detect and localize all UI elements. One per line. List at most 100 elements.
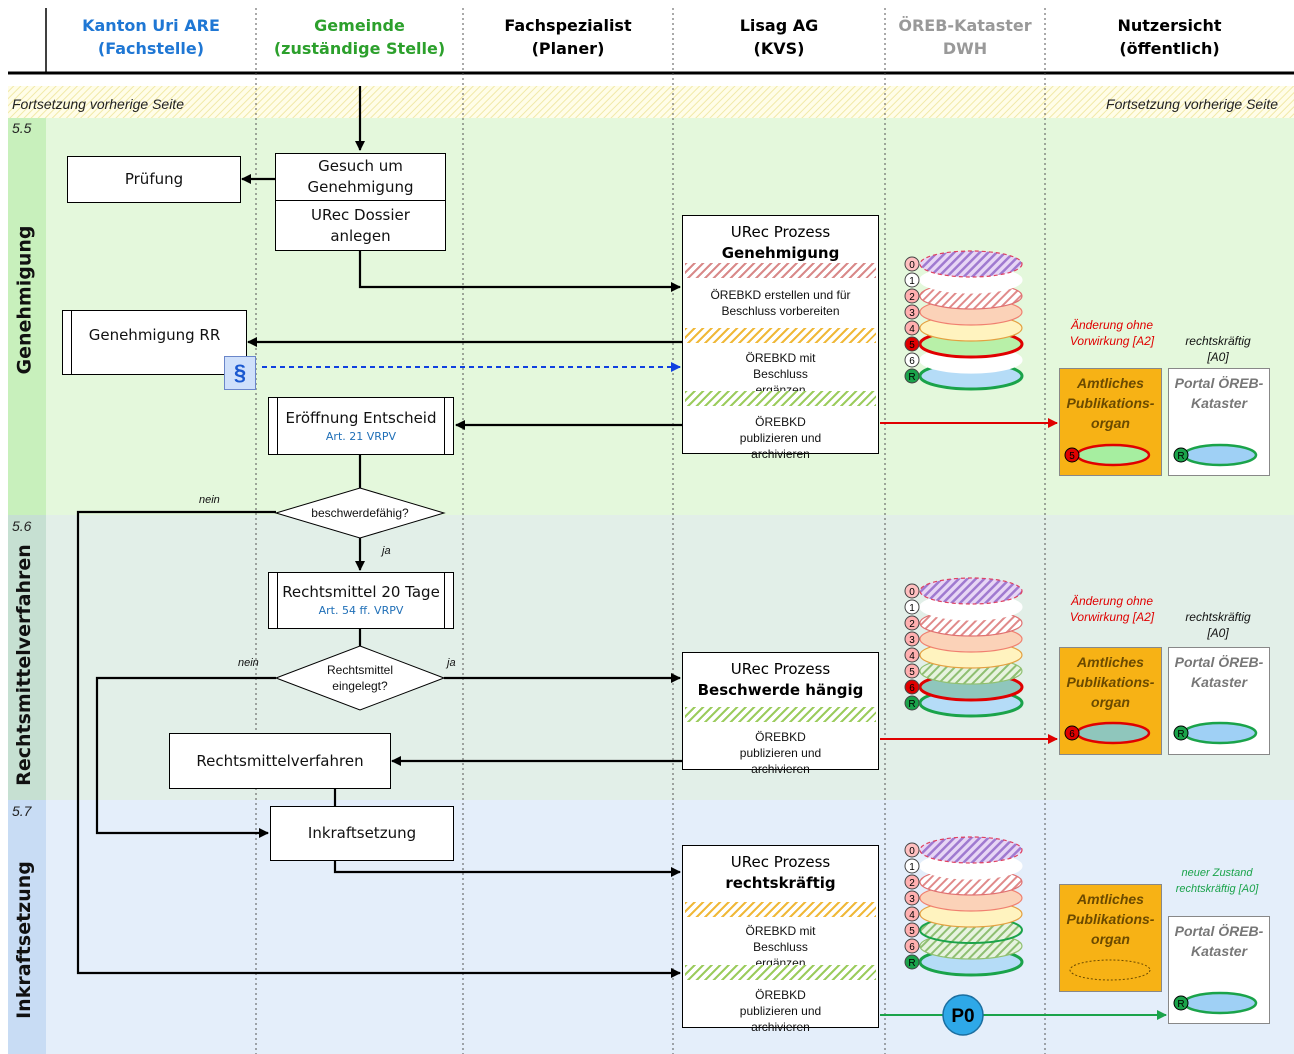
lane-subtitle: DWH	[942, 39, 988, 58]
label-ja: ja	[447, 657, 456, 669]
stack-badge-label: R	[908, 372, 915, 383]
paragraph-icon[interactable]: §	[224, 356, 256, 390]
stack-layer	[919, 577, 1023, 605]
lane-title: Gemeinde	[314, 16, 405, 35]
continuation-right: Fortsetzung vorherige Seite	[1106, 96, 1278, 112]
stack-badge	[904, 679, 920, 695]
process-step: ÖREBKD publizieren und archivieren	[739, 988, 822, 1034]
lane-header-gemeinde: Gemeinde (zuständige Stelle)	[256, 14, 463, 60]
box-gesuch: Gesuch um Genehmigung	[275, 153, 446, 201]
lane-header-oereb: ÖREB-Kataster DWH	[885, 14, 1045, 60]
phase-col-rechtsmittel	[8, 515, 46, 800]
lane-header-fachspezialist: Fachspezialist (Planer)	[463, 14, 673, 60]
lane-title: Fachspezialist	[504, 16, 632, 35]
phase-col-genehmigung	[8, 118, 46, 515]
stack-badge-label: 0	[909, 846, 915, 857]
lane-subtitle: (öffentlich)	[1119, 39, 1220, 58]
lane-dividers	[255, 8, 1046, 1054]
stack-badge	[904, 938, 920, 954]
process-step: ÖREBKD publizieren und archivieren	[739, 730, 822, 776]
stack-badge-label: R	[908, 958, 915, 969]
box-inkraftsetzung: Inkraftsetzung	[270, 806, 454, 861]
box-rechtsmittel20: Rechtsmittel 20 Tage Art. 54 ff. VRPV	[268, 572, 454, 629]
lane-subtitle: (Planer)	[531, 39, 605, 58]
phase-col-inkraftsetzung	[8, 800, 46, 1054]
stack-badge-label: R	[908, 699, 915, 710]
stack-badge-label: 2	[909, 292, 915, 303]
decision-rechtsmittel	[274, 645, 446, 711]
portal-ellipse	[1182, 443, 1258, 467]
stack-badge	[904, 352, 920, 368]
lane-subtitle: (zuständige Stelle)	[273, 39, 446, 58]
stack-badge	[904, 320, 920, 336]
arrow-nein-to-inkraft	[95, 676, 276, 838]
stack-badge-label: 2	[909, 619, 915, 630]
lane-subtitle: (Fachstelle)	[97, 39, 205, 58]
stack-badge	[904, 583, 920, 599]
stack-badge-label: 4	[909, 324, 915, 335]
process-step: ÖREBKD erstellen und für Beschluss vorbe…	[710, 288, 851, 318]
lane-title: Kanton Uri ARE	[82, 16, 220, 35]
amtliches-publikationsorgan: Amtliches Publikations-organ	[1059, 884, 1162, 992]
continuation-band	[8, 86, 1294, 118]
publ-ellipse	[1075, 721, 1151, 745]
badge-label: R	[1177, 729, 1184, 740]
badge-label: R	[1177, 451, 1184, 462]
p0-marker	[942, 994, 984, 1036]
stack-badge	[904, 599, 920, 615]
lane-subtitle: (KVS)	[753, 39, 805, 58]
stack-badge-label: 3	[909, 308, 915, 319]
badge-label: 5	[1069, 451, 1075, 462]
stack-badge	[904, 695, 920, 711]
stack-badge-label: 1	[909, 603, 915, 614]
box-dossier: URec Dossier anlegen	[275, 200, 446, 251]
box-genehmigung-rr: Genehmigung RR	[62, 310, 247, 375]
stack-badge	[904, 631, 920, 647]
process-step: ÖREBKD publizieren und archivieren	[739, 415, 822, 461]
stack-badge	[904, 304, 920, 320]
stack-badge	[904, 858, 920, 874]
stack-badge-label: 6	[909, 683, 915, 694]
badge-label: 6	[1069, 729, 1075, 740]
portal-ellipse	[1182, 991, 1258, 1015]
continuation-left: Fortsetzung vorherige Seite	[12, 96, 184, 112]
publ-ellipse	[1075, 443, 1151, 467]
portal-ellipse	[1182, 721, 1258, 745]
decision-beschwerde-label: beschwerdefähig?	[311, 506, 409, 520]
lane-header-kanton: Kanton Uri ARE (Fachstelle)	[46, 14, 256, 60]
stack-badge-label: 4	[909, 910, 915, 921]
stack-badge	[904, 906, 920, 922]
section-number: 5.7	[12, 803, 32, 819]
box-rechtsmittelverfahren: Rechtsmittelverfahren	[169, 733, 391, 789]
badge-circle	[1173, 995, 1189, 1011]
box-eroeffnung: Eröffnung Entscheid Art. 21 VRPV	[268, 397, 454, 455]
stack-badge-label: 6	[909, 356, 915, 367]
stack-badge	[904, 368, 920, 384]
lane-title: ÖREB-Kataster	[898, 16, 1032, 35]
stack-badge	[904, 288, 920, 304]
stack-badge-label: 6	[909, 942, 915, 953]
stack-badge	[904, 890, 920, 906]
label-neuer-zustand: neuer Zustand rechtskräftig [A0]	[1175, 867, 1259, 895]
arrow-inkraft-to-process3	[333, 860, 681, 877]
stack-badge	[904, 272, 920, 288]
stack-badge-label: 3	[909, 894, 915, 905]
stack-badge	[904, 256, 920, 272]
stack-badge-label: 3	[909, 635, 915, 646]
section-number: 5.5	[12, 120, 32, 136]
badge-circle	[1064, 447, 1080, 463]
section-number: 5.6	[12, 518, 32, 534]
stack-badge-label: 5	[909, 340, 915, 351]
publ-ellipse-empty	[1069, 959, 1151, 981]
badge-label: R	[1177, 999, 1184, 1010]
stack-badge	[904, 336, 920, 352]
